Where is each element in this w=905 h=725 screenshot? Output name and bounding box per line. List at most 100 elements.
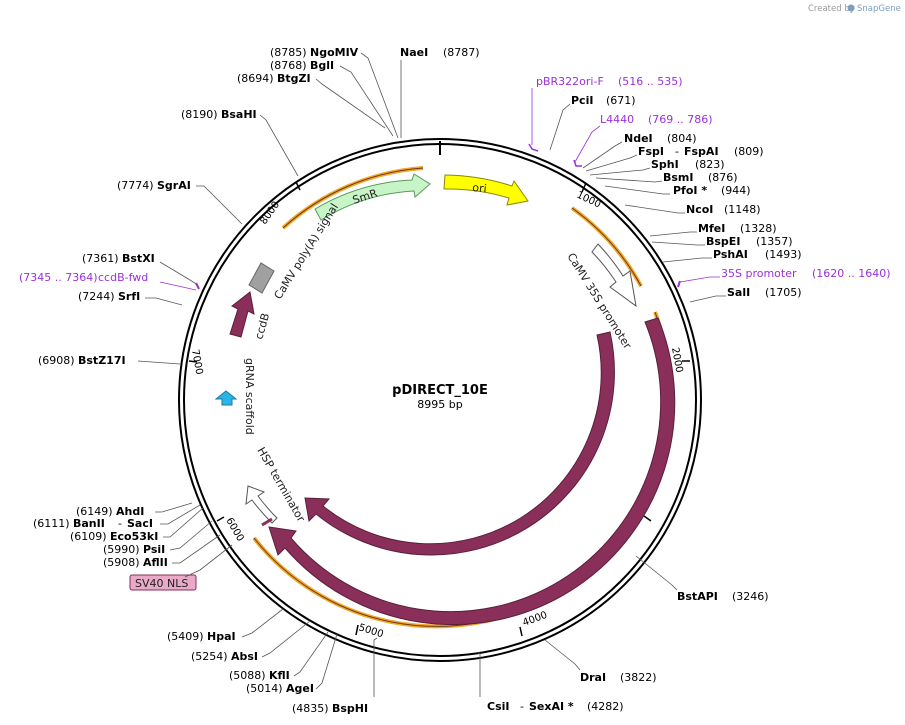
site-bsmi[interactable]: BsmI (876) bbox=[663, 171, 738, 184]
site-mfei[interactable]: MfeI (1328) bbox=[698, 222, 777, 235]
site-bsphi[interactable]: (4835) BspHI bbox=[292, 702, 368, 715]
cas9-outer-arrow[interactable] bbox=[268, 317, 676, 626]
leader-bsphi bbox=[373, 637, 378, 697]
primer-mark-ccdbfwd bbox=[195, 282, 200, 290]
site-sexai-enzyme: SexAI * bbox=[529, 700, 574, 713]
leader-bgli bbox=[339, 65, 394, 137]
primer-l4440-label: L4440 bbox=[600, 113, 634, 126]
tick-3000 bbox=[643, 515, 652, 522]
leader-bsmi bbox=[595, 177, 663, 183]
site-sali-enzyme: SalI bbox=[727, 286, 750, 299]
site-pfoi[interactable]: PfoI * (944) bbox=[673, 184, 751, 197]
site-bspei-enzyme: BspEI bbox=[706, 235, 740, 248]
site-aflii[interactable]: (5908) AflII bbox=[103, 556, 168, 569]
primer-l4440-range: (769 .. 786) bbox=[648, 113, 713, 126]
leader-sphi bbox=[589, 167, 651, 176]
site-absi-pos: (5254) bbox=[191, 650, 228, 663]
leader-banii bbox=[160, 504, 201, 525]
leader-kfli bbox=[293, 631, 329, 677]
leader-mfei bbox=[649, 231, 697, 237]
site-bgli[interactable]: (8768) BglI bbox=[270, 59, 334, 72]
leader-aflii bbox=[172, 534, 221, 564]
leader-bstz17i bbox=[137, 360, 181, 365]
sv40-nls-box[interactable] bbox=[129, 574, 197, 591]
site-bsmi-pos: (876) bbox=[708, 171, 738, 184]
site-btgzi[interactable]: (8694) BtgZI bbox=[237, 72, 311, 85]
site-csii-pos: (4282) bbox=[587, 700, 624, 713]
site-sphi[interactable]: SphI (823) bbox=[651, 158, 725, 171]
leader-l4440 bbox=[574, 125, 601, 163]
site-srfi[interactable]: (7244) SrfI bbox=[78, 290, 140, 303]
site-bspei[interactable]: BspEI (1357) bbox=[706, 235, 793, 248]
site-agei-pos: (5014) bbox=[246, 682, 283, 695]
tick-label-5000: 5000 bbox=[357, 622, 385, 640]
primer-35s-label: 35S promoter bbox=[721, 267, 797, 280]
site-sgrai[interactable]: (7774) SgrAI bbox=[117, 179, 191, 192]
site-bstz17i[interactable]: (6908) BstZ17I bbox=[38, 354, 126, 367]
site-fspi-enzyme: FspI bbox=[638, 145, 664, 158]
camv-35s-promoter-arrow[interactable] bbox=[591, 243, 637, 308]
ccdb-feature-arrow[interactable] bbox=[229, 291, 255, 338]
primer-pbr322[interactable]: pBR322ori-F (516 .. 535) bbox=[536, 75, 683, 88]
site-sacI-enzyme: SacI bbox=[127, 517, 153, 530]
site-absi-enzyme: AbsI bbox=[231, 650, 258, 663]
site-eco53ki[interactable]: (6109) Eco53kI bbox=[70, 530, 158, 543]
site-ncoi[interactable]: NcoI (1148) bbox=[686, 203, 761, 216]
site-bstapi[interactable]: BstAPI (3246) bbox=[677, 590, 769, 603]
camv-polya-box[interactable] bbox=[248, 262, 275, 294]
tick-7000 bbox=[188, 360, 198, 363]
ori-label: ori bbox=[472, 181, 488, 195]
site-csii-enzyme: CsiI bbox=[487, 700, 509, 713]
site-ndei[interactable]: NdeI (804) bbox=[624, 132, 697, 145]
leader-psii bbox=[169, 520, 213, 551]
site-absi[interactable]: (5254) AbsI bbox=[191, 650, 258, 663]
site-agei[interactable]: (5014) AgeI bbox=[246, 682, 314, 695]
site-fspai-enzyme: FspAI bbox=[684, 145, 719, 158]
site-mfei-enzyme: MfeI bbox=[698, 222, 725, 235]
site-bsahi[interactable]: (8190) BsaHI bbox=[181, 108, 257, 121]
scale-ticks bbox=[188, 181, 690, 637]
site-mfei-pos: (1328) bbox=[740, 222, 777, 235]
primer-marks bbox=[195, 143, 681, 290]
primer-l4440[interactable]: L4440 (769 .. 786) bbox=[600, 113, 713, 126]
site-sali[interactable]: SalI (1705) bbox=[727, 286, 802, 299]
backbone-outer-ring bbox=[178, 138, 702, 662]
primer-35s[interactable]: 35S promoter (1620 .. 1640) bbox=[721, 267, 891, 280]
site-bgli-enzyme: BglI bbox=[310, 59, 334, 72]
tick-label-6000: 6000 bbox=[223, 516, 245, 544]
site-ahdi[interactable]: (6149) AhdI bbox=[76, 505, 144, 518]
leader-fspi bbox=[585, 154, 638, 172]
site-kfli[interactable]: (5088) KflI bbox=[229, 669, 290, 682]
site-pshai[interactable]: PshAI (1493) bbox=[713, 248, 802, 261]
site-sphi-pos: (823) bbox=[695, 158, 725, 171]
site-bstxi[interactable]: (7361) BstXI bbox=[82, 252, 155, 265]
site-fspi[interactable]: FspI - FspAI (809) bbox=[638, 145, 764, 158]
cas9-inner-arrow[interactable] bbox=[304, 331, 615, 556]
sv40-nls-feature[interactable]: SV40 NLS bbox=[129, 574, 197, 591]
site-psii[interactable]: (5990) PsiI bbox=[103, 543, 165, 556]
site-ngomiv[interactable]: (8785) NgoMIV bbox=[270, 46, 359, 59]
site-banii[interactable]: (6111) BanII - SacI bbox=[33, 517, 153, 530]
site-drai[interactable]: DraI (3822) bbox=[580, 671, 657, 684]
site-hpai[interactable]: (5409) HpaI bbox=[167, 630, 236, 643]
site-drai-enzyme: DraI bbox=[580, 671, 606, 684]
hsp-terminator-arrow[interactable] bbox=[245, 485, 278, 524]
primer-pbr322-range: (516 .. 535) bbox=[618, 75, 683, 88]
site-bsmi-enzyme: BsmI bbox=[663, 171, 694, 184]
site-pcii[interactable]: PciI (671) bbox=[571, 94, 636, 107]
primer-ccdbfwd[interactable]: (7345 .. 7364) ccdB-fwd bbox=[19, 271, 148, 284]
site-psii-pos: (5990) bbox=[103, 543, 140, 556]
site-ahdi-pos: (6149) bbox=[76, 505, 113, 518]
site-ncoi-enzyme: NcoI bbox=[686, 203, 713, 216]
site-fspi-pos: (809) bbox=[734, 145, 764, 158]
site-pfoi-pos: (944) bbox=[721, 184, 751, 197]
site-aflii-pos: (5908) bbox=[103, 556, 140, 569]
grna-scaffold-arrow[interactable] bbox=[214, 390, 238, 406]
leader-ahdi bbox=[155, 502, 193, 513]
site-ngomiv-pos: (8785) bbox=[270, 46, 307, 59]
site-bsphi-enzyme: BspHI bbox=[332, 702, 368, 715]
smr-feature-arrow[interactable] bbox=[314, 173, 431, 221]
site-naei[interactable]: NaeI (8787) bbox=[400, 46, 480, 59]
site-csii[interactable]: CsiI - SexAI * (4282) bbox=[487, 700, 624, 713]
ori-feature-arrow[interactable] bbox=[443, 174, 529, 206]
